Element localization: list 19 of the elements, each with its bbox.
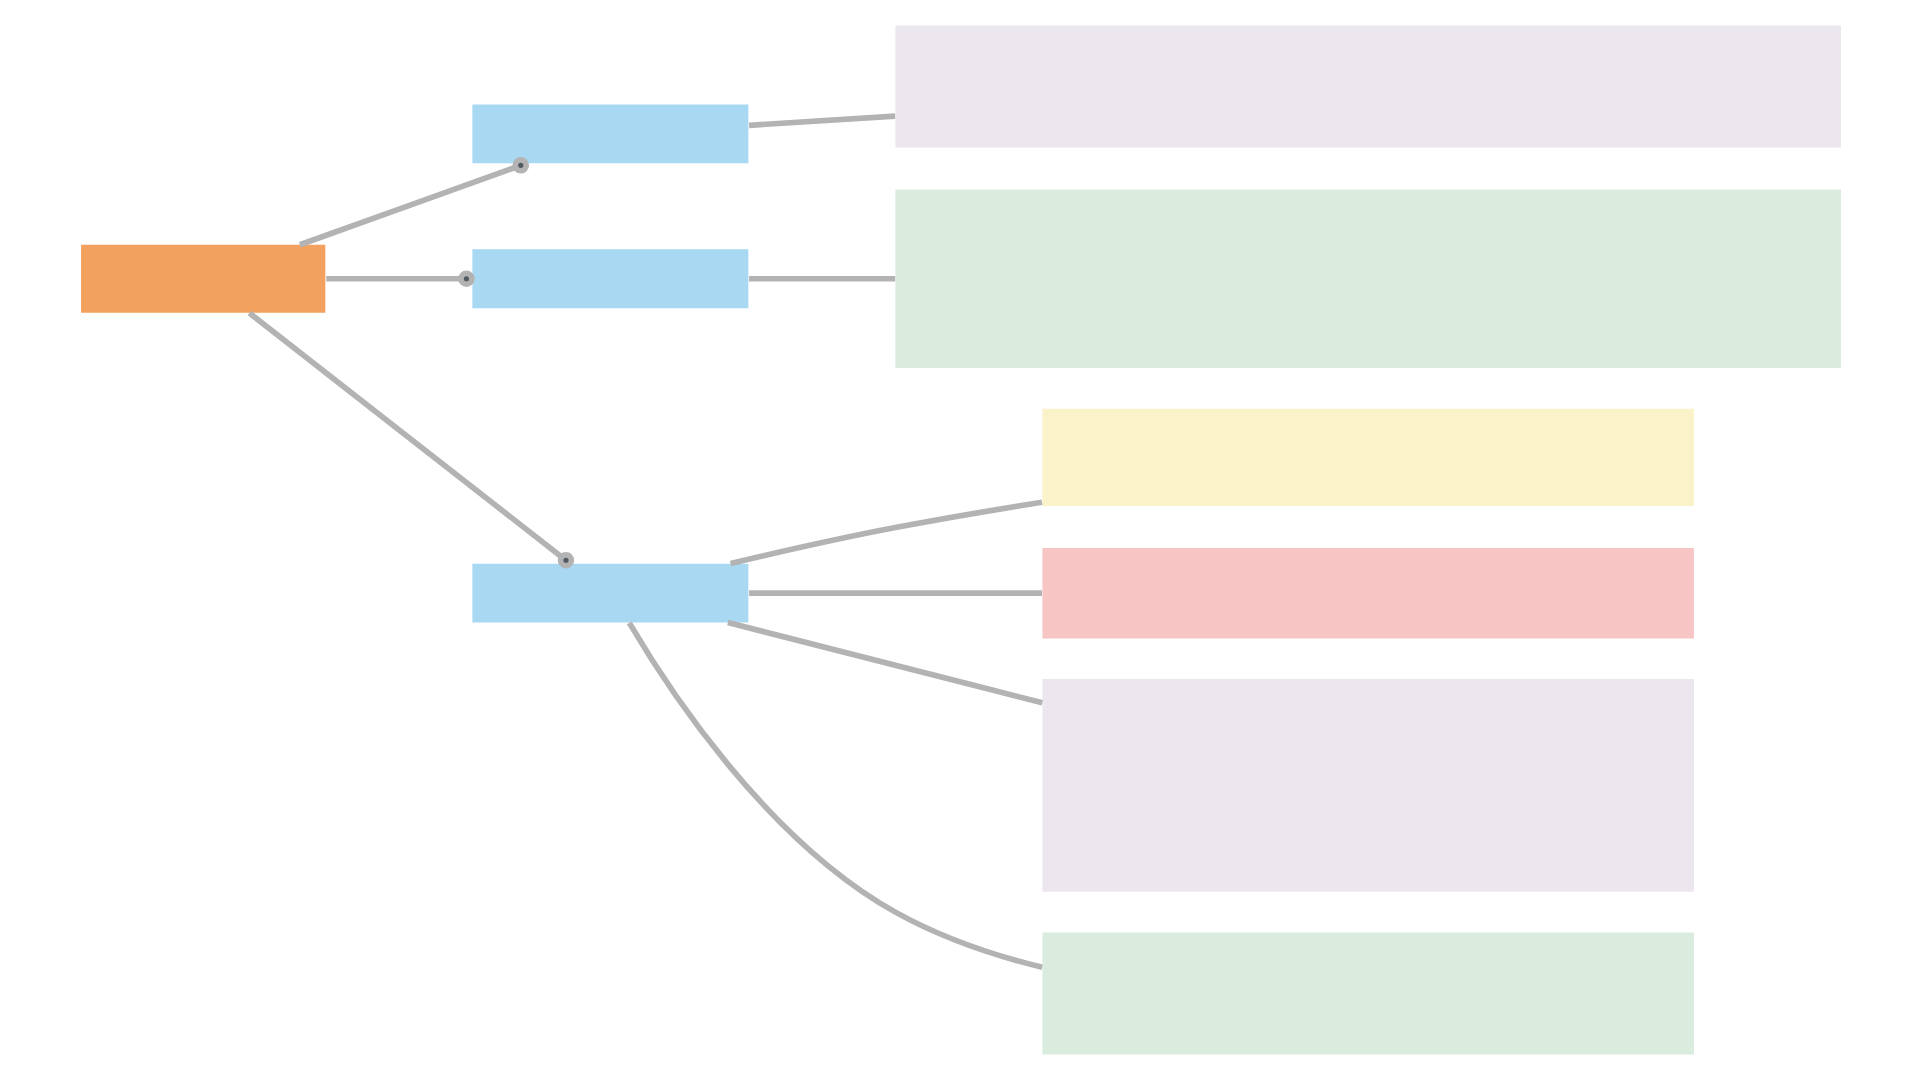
connector bbox=[297, 157, 529, 248]
connector bbox=[748, 590, 1041, 596]
node-box bbox=[471, 104, 748, 164]
node-box bbox=[471, 563, 748, 623]
node-box bbox=[1041, 547, 1693, 639]
node-box bbox=[1041, 679, 1693, 892]
connector bbox=[726, 619, 1042, 706]
node-box bbox=[471, 249, 748, 309]
connector bbox=[748, 275, 895, 282]
connector bbox=[246, 310, 574, 569]
node-box bbox=[1041, 932, 1693, 1055]
connector bbox=[728, 499, 1042, 567]
node-box bbox=[1041, 408, 1693, 507]
connector bbox=[325, 270, 474, 287]
connector bbox=[747, 113, 895, 129]
connector bbox=[625, 621, 1042, 970]
node-box bbox=[894, 189, 1840, 369]
node-box bbox=[80, 244, 325, 313]
node-box bbox=[894, 25, 1840, 148]
